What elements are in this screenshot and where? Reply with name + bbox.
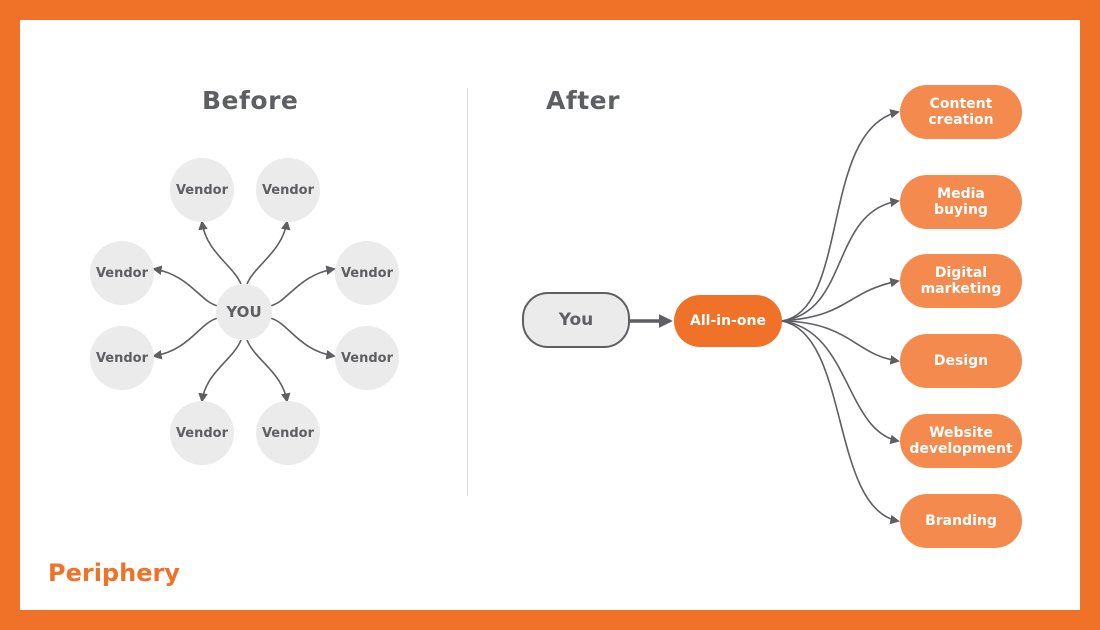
service-digital-marketing: Digital marketing	[900, 254, 1022, 308]
arrow-to-vendor-bottom-right	[246, 339, 291, 403]
arrow-to-vendor-left-lower	[152, 317, 219, 360]
service-design: Design	[900, 334, 1022, 388]
vendor-node: Vendor	[170, 158, 234, 222]
vendor-node: Vendor	[256, 401, 320, 465]
arrow-to-digital-marketing	[781, 277, 900, 322]
arrow-to-vendor-top-right	[246, 220, 291, 285]
vendor-node: Vendor	[335, 241, 399, 305]
vendor-node: Vendor	[335, 326, 399, 390]
arrow-to-vendor-right-upper	[269, 265, 336, 307]
arrow-to-website-development	[781, 320, 900, 445]
service-branding: Branding	[900, 494, 1022, 548]
arrow-to-vendor-top-left	[198, 220, 242, 285]
vendor-node: Vendor	[90, 241, 154, 305]
all-in-one-node: All-in-one	[674, 295, 782, 347]
arrow-to-content-creation	[781, 109, 900, 322]
arrow-to-vendor-right-lower	[269, 317, 336, 360]
periphery-logo: Periphery	[48, 559, 180, 587]
arrow-to-media-buying	[781, 197, 900, 322]
service-content-creation: Content creation	[900, 85, 1022, 139]
arrow-to-vendor-bottom-left	[198, 339, 242, 403]
you-node: You	[522, 292, 630, 348]
vendor-node: Vendor	[170, 401, 234, 465]
arrow-to-branding	[781, 320, 900, 525]
section-divider	[467, 88, 468, 496]
vendor-node: Vendor	[90, 326, 154, 390]
service-media-buying: Media buying	[900, 175, 1022, 229]
vendor-node: Vendor	[256, 158, 320, 222]
service-website-development: Website development	[900, 414, 1022, 468]
arrow-to-vendor-left-upper	[152, 265, 219, 307]
you-center-node: YOU	[216, 284, 272, 340]
arrow-to-design	[781, 320, 900, 365]
before-heading: Before	[202, 86, 299, 115]
after-heading: After	[546, 86, 620, 115]
